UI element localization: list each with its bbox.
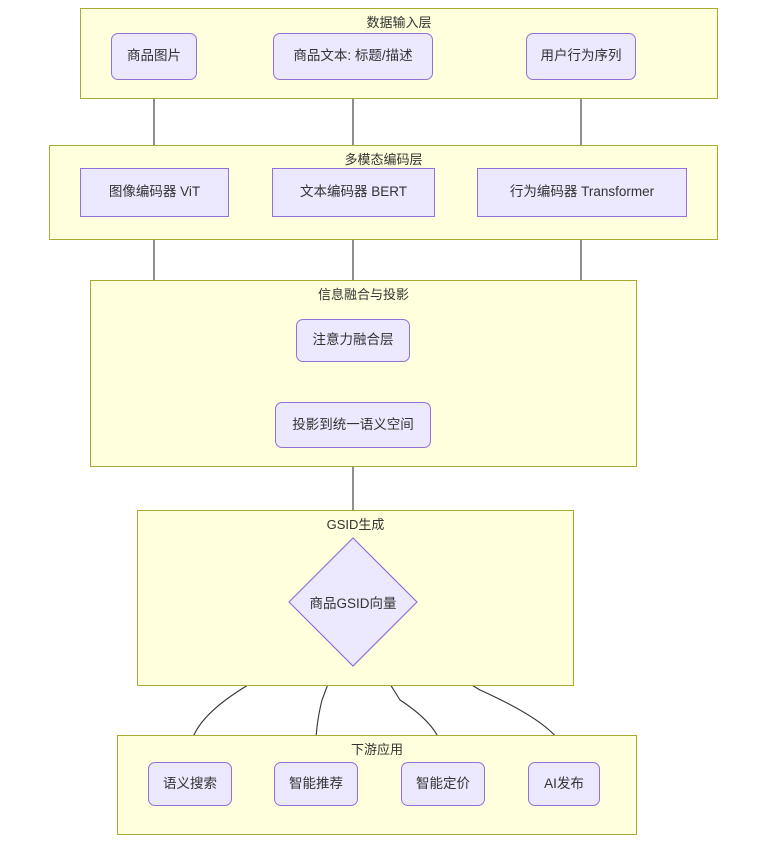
cluster-label-fusion-projection: 信息融合与投影 — [317, 287, 409, 302]
node-attention-fusion-layer[interactable]: 注意力融合层 — [296, 319, 410, 362]
cluster-label-downstream-applications: 下游应用 — [350, 742, 403, 757]
node-behavior-encoder-transformer[interactable]: 行为编码器 Transformer — [477, 168, 687, 217]
cluster-label-gsid-generation: GSID生成 — [326, 517, 385, 532]
node-projection-unified-semantic-space[interactable]: 投影到统一语义空间 — [275, 402, 431, 448]
node-semantic-search[interactable]: 语义搜索 — [148, 762, 232, 806]
node-ai-publish[interactable]: AI发布 — [528, 762, 600, 806]
node-user-behavior-sequence[interactable]: 用户行为序列 — [526, 33, 636, 80]
node-product-image[interactable]: 商品图片 — [111, 33, 197, 80]
cluster-label-encoder-layer: 多模态编码层 — [344, 152, 423, 167]
node-product-text[interactable]: 商品文本: 标题/描述 — [273, 33, 433, 80]
cluster-label-input-layer: 数据输入层 — [366, 15, 432, 30]
diamond-shape — [288, 537, 418, 667]
node-smart-pricing[interactable]: 智能定价 — [401, 762, 485, 806]
node-image-encoder-vit[interactable]: 图像编码器 ViT — [80, 168, 229, 217]
node-product-gsid-vector[interactable]: 商品GSID向量 — [288, 537, 418, 667]
node-smart-recommendation[interactable]: 智能推荐 — [274, 762, 358, 806]
node-product-gsid-vector-label: 商品GSID向量 — [309, 596, 397, 611]
node-text-encoder-bert[interactable]: 文本编码器 BERT — [272, 168, 435, 217]
